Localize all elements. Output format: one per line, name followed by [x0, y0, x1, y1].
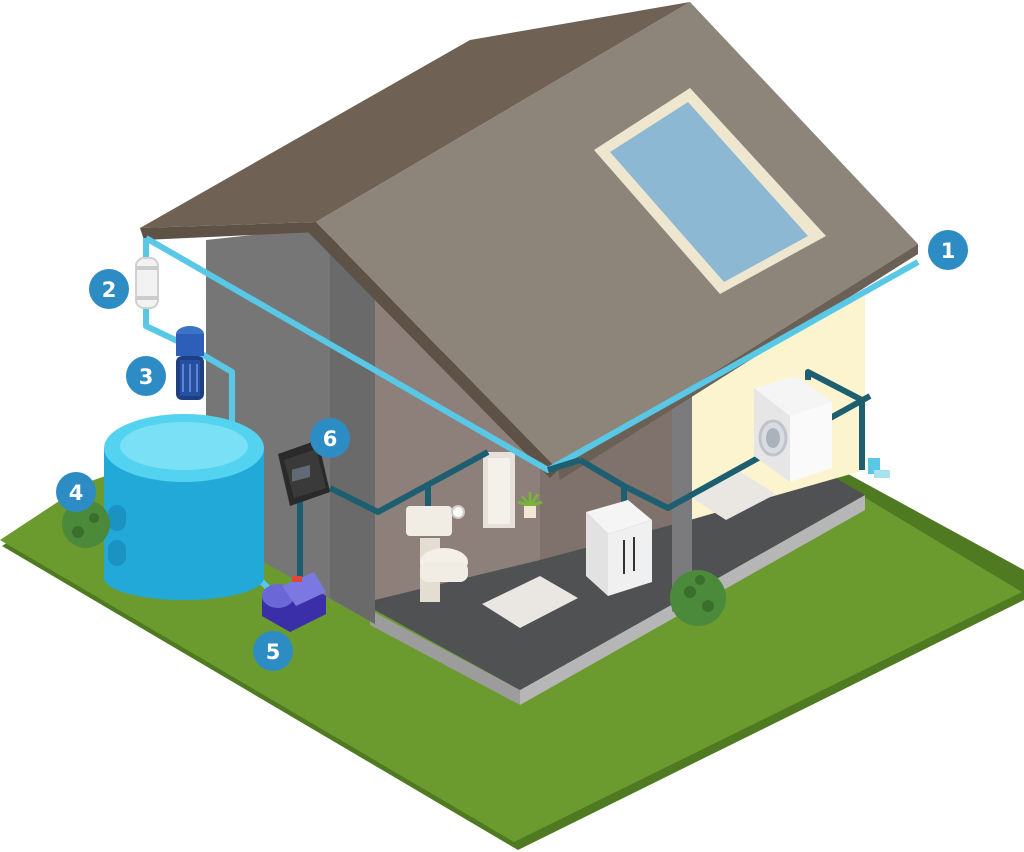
bush-right: [670, 570, 726, 626]
callout-4-label: 4: [69, 481, 84, 505]
vanity-sink: [586, 500, 652, 596]
plant: [517, 492, 543, 518]
laundry-mat: [692, 472, 776, 520]
inline-filter: [176, 326, 204, 400]
callout-2-label: 2: [102, 278, 117, 302]
callout-2: 2: [89, 269, 129, 309]
washing-machine: [754, 376, 832, 482]
callout-1-label: 1: [941, 239, 956, 263]
callout-6: 6: [310, 418, 350, 458]
toilet: [406, 505, 468, 602]
overflow-spout: [868, 458, 890, 478]
pump: [262, 572, 326, 632]
callout-5: 5: [253, 631, 293, 671]
callout-5-label: 5: [266, 640, 281, 664]
callout-1: 1: [928, 230, 968, 270]
storage-tank: [104, 414, 264, 600]
control-unit: [278, 440, 330, 506]
bath-mat: [482, 576, 578, 628]
first-flush-filter: [135, 257, 159, 309]
bush-left: [62, 500, 110, 548]
callout-3-label: 3: [139, 365, 154, 389]
callout-6-label: 6: [323, 427, 338, 451]
skylight: [594, 88, 826, 294]
callout-3: 3: [126, 356, 166, 396]
callout-4: 4: [56, 472, 96, 512]
